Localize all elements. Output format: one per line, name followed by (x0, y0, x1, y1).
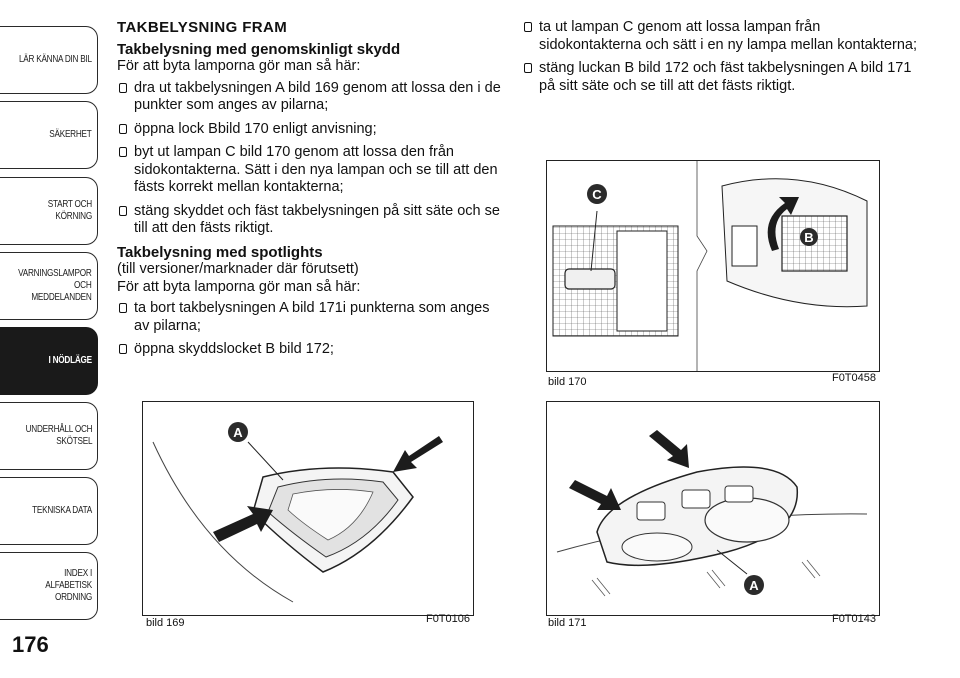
tab-lar-kanna-din-bil[interactable]: LÄR KÄNNA DIN BIL (0, 26, 98, 94)
checkbox-bullet-icon (119, 147, 127, 157)
list-item-text: öppna skyddslocket B bild 172; (134, 341, 334, 357)
list-item: stäng skyddet och fäst takbelysningen på… (117, 203, 502, 238)
list-item: byt ut lampan C bild 170 genom att lossa… (117, 144, 502, 197)
tab-label: I NÖDLÄGE (48, 355, 93, 366)
steps-list-1: dra ut takbelysningen A bild 169 genom a… (117, 80, 502, 238)
text-column-right: ta ut lampan C genom att lossa lampan fr… (522, 19, 922, 101)
callout-a-icon (228, 422, 248, 442)
checkbox-bullet-icon (119, 303, 127, 313)
subheading-spotlights: Takbelysning med spotlights (117, 243, 323, 261)
figure-169-code: F0T0106 (425, 613, 470, 625)
callout-a-icon (744, 575, 764, 595)
figure-170-lamp-replacement: C B (546, 160, 880, 372)
tab-i-nodlage[interactable]: I NÖDLÄGE (0, 327, 98, 395)
tab-label: VARNINGSLAMPOR OCH MEDDELANDEN (18, 268, 93, 303)
figure-170-caption: bild 170 (548, 376, 587, 388)
list-item: dra ut takbelysningen A bild 169 genom a… (117, 80, 502, 115)
tab-label: LÄR KÄNNA DIN BIL (19, 54, 92, 65)
tab-tekniska-data[interactable]: TEKNISKA DATA (0, 477, 98, 545)
checkbox-bullet-icon (524, 22, 532, 32)
checkbox-bullet-icon (119, 205, 127, 216)
chapter-tab-index: LÄR KÄNNA DIN BIL SÄKERHET START OCH KÖR… (0, 0, 101, 640)
arrow-icon (649, 430, 689, 468)
callout-b-label: B (804, 230, 813, 245)
list-item-text: stäng skyddet och fäst takbelysningen på… (134, 202, 500, 237)
tab-start-och-korning[interactable]: START OCH KÖRNING (0, 177, 98, 245)
callout-c-label: C (592, 187, 602, 202)
figure-171-code: F0T0143 (831, 613, 876, 625)
rotation-arrow-icon (767, 197, 799, 251)
list-item-text: ta ut lampan C genom att lossa lampan fr… (539, 19, 918, 53)
list-item: öppna lock Bbild 170 enligt anvisning; (117, 121, 502, 139)
checkbox-bullet-icon (524, 63, 532, 73)
list-item-text: stäng luckan B bild 172 och fäst takbely… (539, 60, 912, 94)
callout-a-label: A (749, 578, 759, 593)
callout-b-icon (800, 228, 818, 246)
tab-label: START OCH KÖRNING (47, 199, 93, 222)
tab-label: INDEX I ALFABETISK ORDNING (45, 568, 92, 603)
tab-sakerhet[interactable]: SÄKERHET (0, 101, 98, 169)
arrow-icon (569, 480, 621, 510)
checkbox-bullet-icon (119, 344, 127, 354)
figure-169-ceiling-light: A (142, 401, 474, 616)
figure-171-caption: bild 171 (548, 617, 587, 629)
checkbox-bullet-icon (119, 123, 127, 134)
arrow-icon (213, 506, 273, 542)
callout-a-label: A (233, 425, 243, 440)
figure-169-caption: bild 169 (146, 617, 185, 629)
list-item-text: byt ut lampan C bild 170 genom att lossa… (134, 144, 498, 195)
list-item: öppna skyddslocket B bild 172; (117, 341, 502, 359)
list-item-text: dra ut takbelysningen A bild 169 genom a… (134, 79, 501, 114)
checkbox-bullet-icon (119, 82, 127, 93)
lamp-replacement-illustration: C B (552, 161, 868, 371)
intro-text: För att byta lamporna gör man så här: (117, 58, 361, 74)
text-column-left: TAKBELYSNING FRAM Takbelysning med genom… (117, 19, 502, 365)
page-number: 176 (12, 632, 49, 657)
spotlight-light-illustration: A (556, 430, 868, 597)
version-note: (till versioner/marknader där förutsett) (117, 261, 359, 277)
intro-text: För att byta lamporna gör man så här: (117, 278, 361, 295)
list-item: ta ut lampan C genom att lossa lampan fr… (522, 19, 922, 54)
list-item: ta bort takbelysningen A bild 171i punkt… (117, 300, 502, 335)
list-item-text: öppna lock Bbild 170 enligt anvisning; (134, 120, 377, 137)
list-item-text: ta bort takbelysningen A bild 171i punkt… (134, 300, 490, 334)
section-heading: TAKBELYSNING FRAM (117, 19, 288, 36)
list-item: stäng luckan B bild 172 och fäst takbely… (522, 60, 922, 95)
ceiling-light-illustration: A (152, 422, 443, 603)
callout-c-icon (587, 184, 607, 204)
tab-index[interactable]: INDEX I ALFABETISK ORDNING (0, 552, 98, 620)
tab-underhall-och-skotsel[interactable]: UNDERHÅLL OCH SKÖTSEL (0, 402, 98, 470)
tab-label: TEKNISKA DATA (32, 505, 92, 516)
figure-171-spotlight-light: A (546, 401, 880, 616)
tab-varningslampor[interactable]: VARNINGSLAMPOR OCH MEDDELANDEN (0, 252, 98, 320)
steps-list-2: ta bort takbelysningen A bild 171i punkt… (117, 300, 502, 359)
steps-list-3: ta ut lampan C genom att lossa lampan fr… (522, 19, 922, 95)
arrow-icon (393, 436, 443, 472)
tab-label: SÄKERHET (49, 129, 92, 140)
subheading-transparent-cover: Takbelysning med genomskinligt skydd (117, 40, 401, 58)
tab-label: UNDERHÅLL OCH SKÖTSEL (25, 424, 92, 447)
figure-170-code: F0T0458 (831, 372, 876, 384)
